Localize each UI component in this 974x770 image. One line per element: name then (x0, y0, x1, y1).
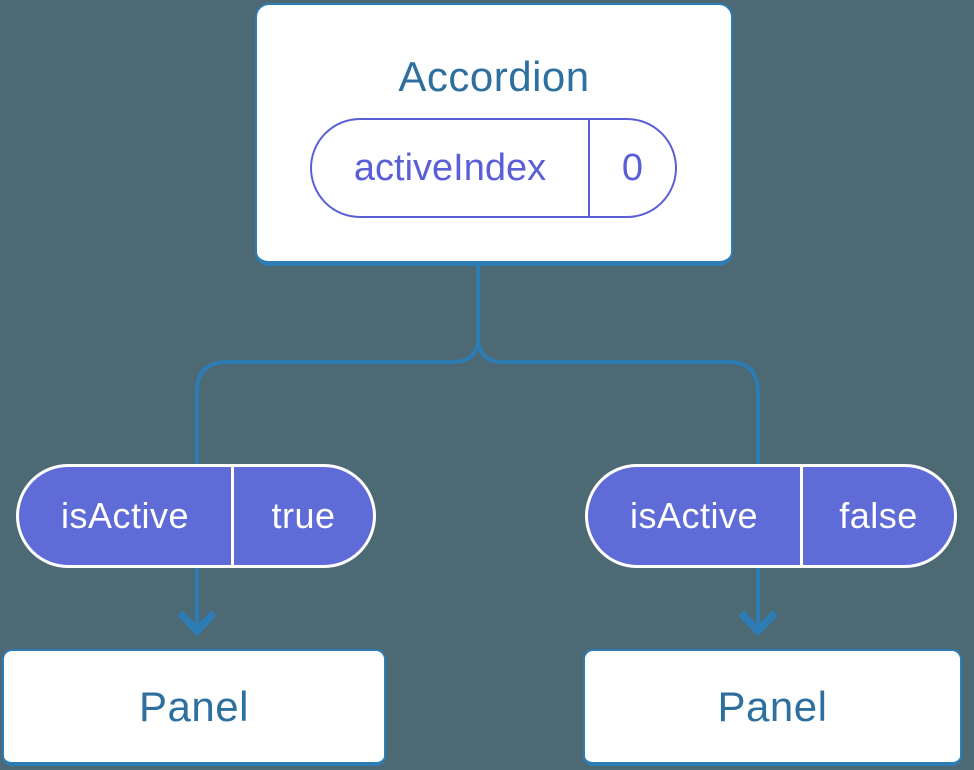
accordion-title: Accordion (398, 53, 590, 100)
prop-value: true (271, 495, 336, 536)
prop-name: isActive (19, 467, 234, 565)
state-name: activeIndex (312, 120, 590, 216)
arrow-down-icon-right (738, 610, 778, 637)
arrow-down-icon-left (177, 610, 217, 637)
state-value: 0 (621, 146, 644, 189)
panel-title: Panel (139, 682, 249, 730)
fork-connector-left (195, 266, 480, 632)
panel-component-box-right: Panel (583, 649, 962, 766)
fork-connector-right (476, 290, 760, 632)
prop-pill-right: isActive false (585, 464, 957, 568)
panel-component-box-left: Panel (2, 649, 386, 766)
accordion-component-box: Accordion activeIndex 0 (255, 3, 733, 266)
prop-pill-left: isActive true (16, 464, 376, 568)
prop-value: false (839, 495, 918, 536)
state-pill: activeIndex 0 (310, 118, 677, 218)
prop-name: isActive (588, 467, 803, 565)
panel-title: Panel (717, 682, 828, 730)
